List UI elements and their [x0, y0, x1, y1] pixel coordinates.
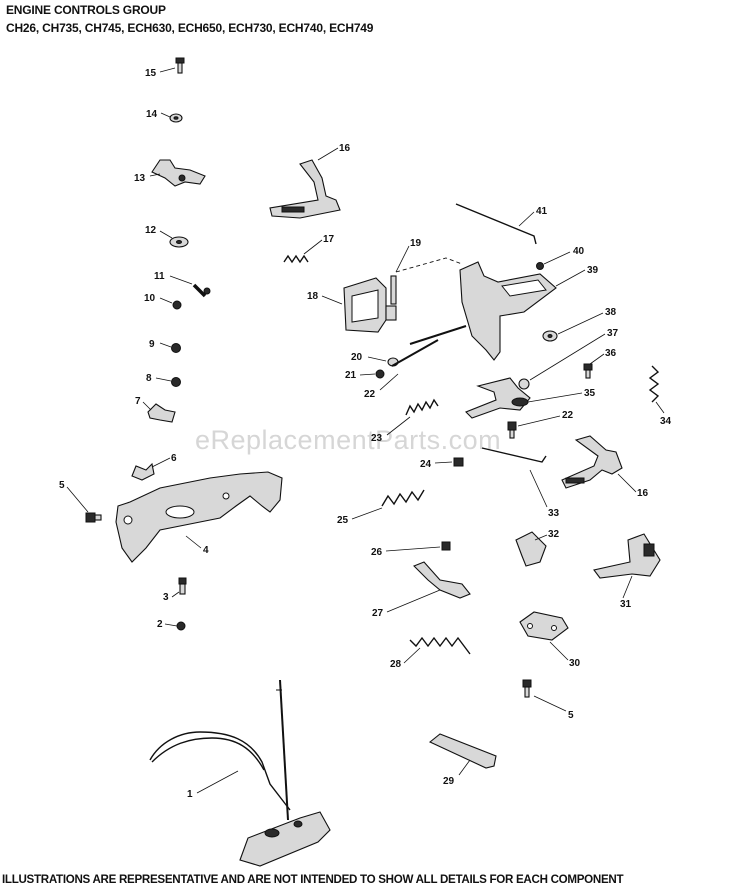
part-19-pin — [390, 275, 397, 305]
callout-7: 7 — [135, 396, 141, 407]
callout-22-right: 22 — [562, 410, 574, 421]
part-1-control-lever — [149, 679, 331, 867]
callout-14: 14 — [146, 109, 158, 120]
part-17-spring — [283, 254, 309, 264]
callout-16-upper: 16 — [339, 143, 351, 154]
callout-41: 41 — [536, 206, 548, 217]
part-4-control-bracket — [115, 471, 283, 563]
callout-6: 6 — [171, 453, 177, 464]
part-11-pin — [192, 283, 211, 298]
part-22-pin-right — [507, 421, 517, 439]
part-39-mounting-bracket — [459, 261, 557, 361]
part-27-lever — [413, 561, 471, 599]
part-14-washer — [169, 113, 183, 123]
part-32-clip — [515, 531, 547, 567]
part-30-cover-plate — [519, 611, 569, 641]
part-34-spring — [648, 365, 660, 403]
diagram-title: ENGINE CONTROLS GROUP — [6, 3, 166, 17]
part-31-choke-lever — [593, 533, 661, 579]
part-22-link-rod-left — [391, 339, 439, 367]
callout-16-lower: 16 — [637, 488, 649, 499]
callout-13: 13 — [134, 173, 146, 184]
callout-15: 15 — [145, 68, 157, 79]
callout-33: 33 — [548, 508, 560, 519]
part-25-spring — [381, 489, 425, 507]
callout-30: 30 — [569, 658, 581, 669]
callout-3: 3 — [163, 592, 169, 603]
callout-36: 36 — [605, 348, 617, 359]
part-40-nut — [536, 262, 544, 270]
callout-8: 8 — [146, 373, 152, 384]
part-18-solenoid — [343, 277, 397, 333]
callout-12: 12 — [145, 225, 157, 236]
callout-23: 23 — [371, 433, 383, 444]
part-13-bracket — [151, 159, 206, 187]
callout-18: 18 — [307, 291, 319, 302]
part-7-clamp — [147, 403, 176, 423]
part-3-screw — [178, 577, 187, 595]
part-33-link-rod — [481, 447, 547, 463]
part-5-screw-right — [522, 679, 532, 698]
model-list: CH26, CH735, CH745, ECH630, ECH650, ECH7… — [6, 21, 374, 35]
part-8-nut — [171, 377, 181, 387]
callout-17: 17 — [323, 234, 335, 245]
callout-29: 29 — [443, 776, 455, 787]
callout-11: 11 — [154, 271, 165, 282]
part-28-spring — [409, 636, 471, 655]
callout-22-left: 22 — [364, 389, 376, 400]
callout-32: 32 — [548, 529, 560, 540]
part-35-governor-lever — [465, 377, 531, 419]
callout-38: 38 — [605, 307, 617, 318]
part-24-nut — [453, 457, 464, 467]
part-16-throttle-lever-upper — [269, 159, 341, 219]
watermark: eReplacementParts.com — [195, 425, 502, 455]
part-16-throttle-lever-lower — [561, 435, 623, 489]
callout-24: 24 — [420, 459, 432, 470]
part-36-screw — [583, 363, 593, 379]
callout-40: 40 — [573, 246, 585, 257]
callout-4: 4 — [203, 545, 209, 556]
part-41-throttle-rod — [455, 203, 537, 245]
callout-10: 10 — [144, 293, 156, 304]
callout-5-left: 5 — [59, 480, 65, 491]
part-38-washer — [542, 330, 558, 342]
callout-27: 27 — [372, 608, 384, 619]
part-29-slide-plate — [428, 733, 497, 769]
callout-26: 26 — [371, 547, 383, 558]
part-12-washer — [169, 236, 189, 248]
callout-21: 21 — [345, 370, 357, 381]
part-37-washer — [518, 378, 530, 390]
part-26-screw — [441, 541, 451, 551]
part-22-rod-center — [409, 325, 467, 345]
part-23-spring — [405, 398, 439, 416]
callout-31: 31 — [620, 599, 632, 610]
callout-37: 37 — [607, 328, 619, 339]
part-5-screw-left — [85, 512, 102, 523]
part-6-clip — [131, 462, 155, 481]
callout-39: 39 — [587, 265, 599, 276]
callout-9: 9 — [149, 339, 155, 350]
callout-25: 25 — [337, 515, 349, 526]
part-15-screw — [175, 57, 185, 74]
callout-28: 28 — [390, 659, 402, 670]
callout-20: 20 — [351, 352, 363, 363]
disclaimer-footer: ILLUSTRATIONS ARE REPRESENTATIVE AND ARE… — [2, 873, 624, 886]
callout-34: 34 — [660, 416, 672, 427]
callout-5-right: 5 — [568, 710, 574, 721]
callout-1: 1 — [187, 789, 193, 800]
part-10-nut — [172, 300, 182, 310]
callout-19: 19 — [410, 238, 422, 249]
callout-35: 35 — [584, 388, 596, 399]
part-2-nut — [176, 621, 186, 631]
part-9-nut — [171, 343, 181, 353]
callout-2: 2 — [157, 619, 163, 630]
part-21-nut — [375, 369, 385, 379]
